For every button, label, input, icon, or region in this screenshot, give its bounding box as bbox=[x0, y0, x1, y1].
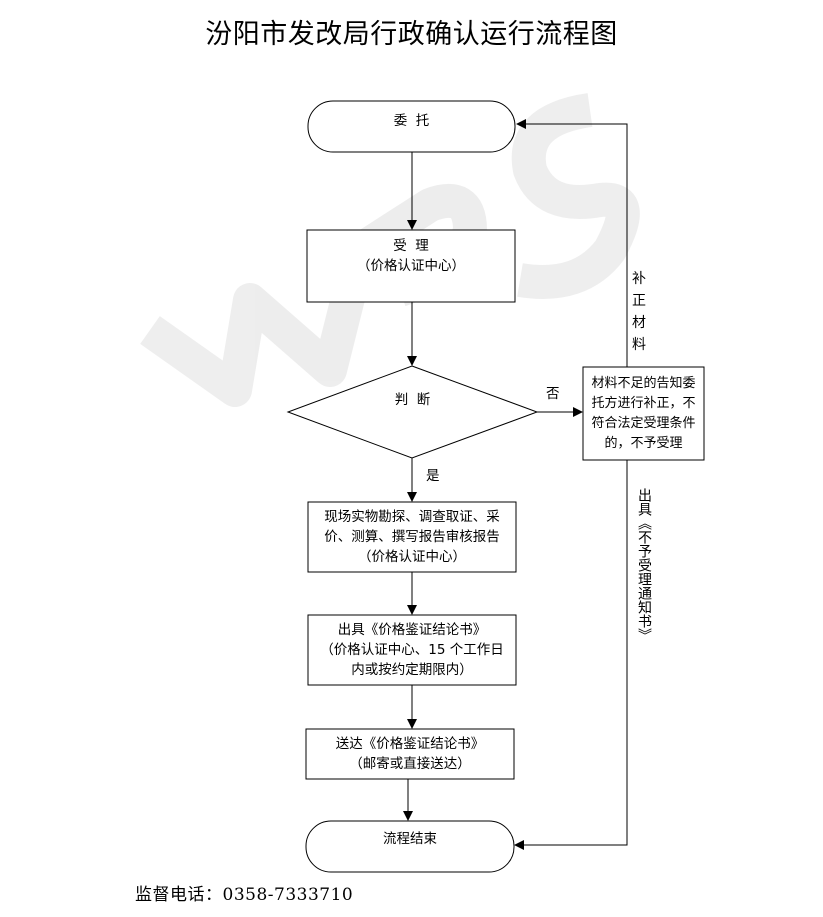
end-node: 流程结束 bbox=[306, 821, 514, 857]
survey-node-line-3: （价格认证中心） bbox=[358, 549, 466, 565]
edge-label-no: 否 bbox=[546, 386, 560, 402]
edge-label-yes: 是 bbox=[426, 468, 440, 484]
reject-node-line-3: 符合法定受理条件 bbox=[591, 415, 696, 431]
start-node-label: 委 托 bbox=[393, 113, 430, 129]
reject-node-line-1: 材料不足的告知委 bbox=[591, 375, 696, 391]
page-title: 汾阳市发改局行政确认运行流程图 bbox=[205, 19, 618, 50]
deliver-node-line-1: 送达《价格鉴证结论书》 bbox=[335, 736, 485, 752]
start-node: 委 托 bbox=[308, 101, 515, 141]
edge-label-supplement: 补正材料 bbox=[632, 271, 646, 353]
survey-node-line-1: 现场实物勘探、调查取证、采 bbox=[324, 509, 500, 525]
survey-node-line-2: 价、测算、撰写报告审核报告 bbox=[324, 529, 500, 545]
edge-label-notice: 出具《不予受理通知书》 bbox=[636, 488, 652, 642]
issue-node-shape bbox=[307, 614, 517, 686]
accept-node-line-2: （价格认证中心） bbox=[357, 258, 465, 274]
reject-node: 材料不足的告知委 托方进行补正，不 符合法定受理条件 的，不予受理 bbox=[583, 369, 704, 458]
deliver-node: 送达《价格鉴证结论书》 （邮寄或直接送达） bbox=[306, 731, 514, 777]
survey-node: 现场实物勘探、调查取证、采 价、测算、撰写报告审核报告 （价格认证中心） bbox=[308, 504, 516, 570]
edge-reject-end bbox=[514, 460, 628, 850]
supervision-phone: 监督电话：0358-7333710 bbox=[135, 885, 354, 905]
accept-node: 受 理 （价格认证中心） bbox=[307, 230, 515, 284]
issue-node-line-1: 出具《价格鉴证结论书》 bbox=[337, 622, 487, 638]
edge-reject-start bbox=[516, 119, 628, 367]
issue-node-line-2: （价格认证中心、15 个工作日 bbox=[320, 642, 504, 658]
reject-node-shape bbox=[582, 366, 705, 461]
deliver-node-shape bbox=[305, 728, 515, 780]
accept-node-line-1: 受 理 bbox=[393, 238, 429, 254]
reject-node-line-4: 的，不予受理 bbox=[604, 435, 683, 451]
deliver-node-line-2: （邮寄或直接送达） bbox=[349, 756, 471, 772]
reject-node-line-2: 托方进行补正，不 bbox=[591, 395, 696, 411]
end-node-label: 流程结束 bbox=[383, 831, 437, 847]
judge-node: 判 断 bbox=[288, 388, 537, 412]
judge-node-label: 判 断 bbox=[394, 392, 431, 408]
accept-node-shape bbox=[306, 229, 516, 303]
issue-node-line-3: 内或按约定期限内） bbox=[351, 662, 473, 678]
survey-node-shape bbox=[307, 501, 517, 573]
issue-node: 出具《价格鉴证结论书》 （价格认证中心、15 个工作日 内或按约定期限内） bbox=[308, 617, 516, 683]
